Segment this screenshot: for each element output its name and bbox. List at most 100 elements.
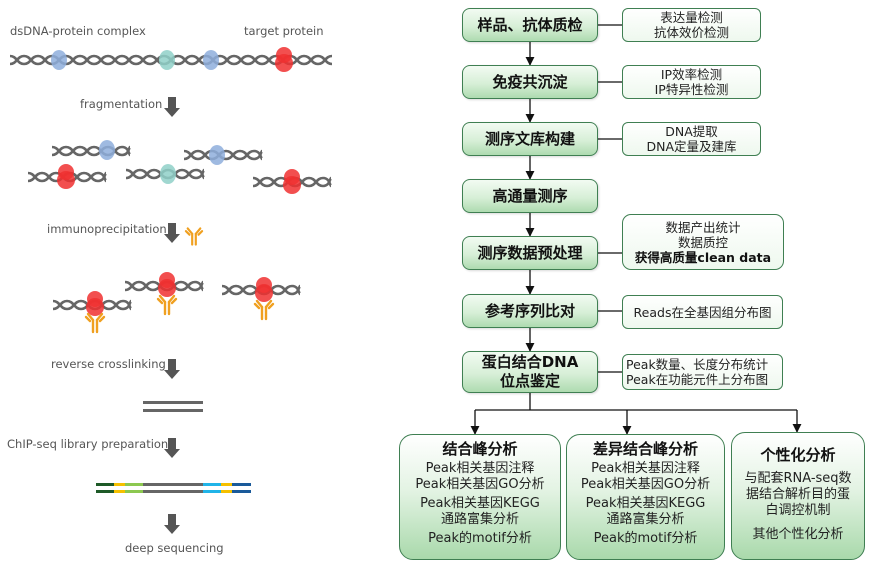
- analysis-group: Peak相关基因KEGG 通路富集分析: [586, 496, 706, 528]
- step-immunoprecipitation: 免疫共沉淀: [462, 65, 598, 99]
- step-reference-alignment: 参考序列比对: [462, 294, 598, 328]
- analysis-item: 通路富集分析: [606, 512, 685, 527]
- note-line: DNA提取: [665, 124, 718, 139]
- note-line: DNA定量及建库: [646, 139, 737, 154]
- note-line: 表达量检测: [660, 10, 723, 25]
- note-line: IP效率检测: [660, 67, 723, 82]
- antibody-stroke: [156, 297, 164, 305]
- arrow-library-preparation: [164, 438, 180, 458]
- analysis-item: Peak相关基因注释: [591, 461, 700, 476]
- antibody-stroke: [95, 312, 104, 322]
- protein-teal-frag: [160, 164, 176, 184]
- target-protein-frag: [57, 171, 75, 189]
- target-protein-ip: [158, 279, 176, 297]
- step-label: 高通量测序: [492, 186, 568, 205]
- target-protein-1: [275, 54, 293, 72]
- analysis-title: 个性化分析: [760, 446, 836, 464]
- protein-blue-2: [203, 50, 219, 70]
- antibody-stroke: [98, 315, 106, 323]
- arrow-immunoprecipitation: [164, 223, 180, 243]
- step-label: 免疫共沉淀: [492, 72, 568, 91]
- analysis-item: Peak相关基因KEGG: [585, 496, 706, 511]
- analysis-item: Peak相关基因GO分析: [580, 477, 711, 492]
- dna-strand-bottom: [143, 409, 203, 412]
- antibody-stroke: [84, 315, 92, 323]
- note-line: 抗体效价检测: [653, 25, 729, 40]
- dna-strand: [51, 145, 132, 157]
- antibody-stroke: [253, 302, 261, 310]
- protein-blue-frag: [209, 145, 225, 165]
- antibody-stroke: [255, 299, 264, 309]
- analysis-group: Peak相关基因KEGG 通路富集分析: [420, 496, 540, 528]
- step-label: 样品、抗体质检: [477, 15, 583, 34]
- antibody-stroke: [264, 299, 273, 309]
- target-protein-ip: [86, 298, 104, 316]
- dna-strand: [183, 149, 264, 161]
- arrow-reverse-crosslinking: [164, 359, 180, 379]
- analysis-group: Peak相关基因注释 Peak相关基因GO分析: [581, 461, 710, 493]
- step-library-construction: 测序文库构建: [462, 122, 598, 156]
- dna-fragment: [183, 149, 264, 161]
- dna-strand: [51, 145, 132, 157]
- analysis-item: Peak的motif分析: [593, 531, 698, 546]
- step-label: 测序文库构建: [484, 129, 575, 148]
- dna-strand-top: [143, 401, 203, 404]
- arrow-deep-sequencing: [164, 514, 180, 534]
- analysis-item: 其他个性化分析: [752, 527, 844, 542]
- antibody-stroke: [170, 297, 178, 305]
- note-line: 数据产出统计: [665, 219, 741, 235]
- antibody-icon: [253, 299, 275, 321]
- analysis-group: 与配套RNA-seq数 据结合解析目的蛋 白调控机制: [744, 471, 851, 519]
- library-segment: [125, 483, 143, 486]
- step-sample-qc: 样品、抗体质检: [462, 8, 598, 42]
- library-segment: [232, 483, 251, 486]
- library-segment: [203, 483, 221, 486]
- label-deep-sequencing: deep sequencing: [125, 541, 224, 555]
- note-sample-qc: 表达量检测 抗体效价检测: [622, 8, 761, 42]
- protein-blue-frag: [99, 140, 115, 160]
- antibody-stroke: [197, 230, 204, 236]
- antibody-stroke: [194, 227, 202, 235]
- step-data-preprocessing: 测序数据预处理: [462, 236, 598, 270]
- label-fragmentation: fragmentation: [80, 97, 163, 111]
- label-target-protein: target protein: [244, 24, 324, 38]
- note-line-bold: 获得高质量clean data: [635, 250, 771, 265]
- antibody-icon: [84, 312, 106, 334]
- antibody-stroke: [186, 227, 194, 235]
- library-segment: [96, 490, 114, 493]
- analysis-item: 通路富集分析: [440, 512, 519, 527]
- analysis-item: Peak相关基因GO分析: [415, 477, 545, 492]
- antibody-icon: [156, 294, 178, 316]
- label-dsdna-protein-complex: dsDNA-protein complex: [10, 24, 146, 38]
- analysis-title: 差异结合峰分析: [592, 440, 698, 458]
- library-segment: [232, 490, 251, 493]
- analysis-title: 结合峰分析: [442, 440, 518, 458]
- label-reverse-crosslinking: reverse crosslinking: [51, 357, 166, 371]
- label-immunoprecipitation: immunoprecipitation: [47, 222, 167, 236]
- step-label-line-2: 位点鉴定: [499, 372, 560, 390]
- note-library-construction: DNA提取 DNA定量及建库: [622, 122, 761, 156]
- note-reference-alignment: Reads在全基因组分布图: [622, 295, 783, 329]
- target-protein-frag: [283, 176, 301, 194]
- note-line: Reads在全基因组分布图: [633, 304, 772, 320]
- note-line: Peak在功能元件上分布图: [626, 372, 769, 387]
- step-label: 测序数据预处理: [477, 243, 583, 262]
- antibody-stroke: [167, 294, 176, 304]
- step-label: 参考序列比对: [484, 301, 575, 320]
- label-library-preparation: ChIP-seq library preparation: [7, 437, 169, 451]
- library-segment: [143, 490, 203, 493]
- dna-fragment: [51, 145, 132, 157]
- antibody-stroke: [267, 302, 275, 310]
- note-bold-suffix: clean data: [697, 249, 772, 265]
- step-high-throughput-sequencing: 高通量测序: [462, 179, 598, 213]
- analysis-differential-peak: 差异结合峰分析 Peak相关基因注释 Peak相关基因GO分析 Peak相关基因…: [566, 434, 725, 560]
- note-line: 数据质控: [677, 234, 728, 250]
- analysis-group: 其他个性化分析: [752, 527, 843, 543]
- step-binding-site-identification: 蛋白结合DNA 位点鉴定: [462, 351, 598, 393]
- step-label-line-1: 蛋白结合DNA: [481, 353, 579, 371]
- note-line: IP特异性检测: [654, 82, 729, 97]
- analysis-group: Peak的motif分析: [428, 531, 532, 547]
- analysis-group: Peak相关基因注释 Peak相关基因GO分析: [415, 461, 544, 493]
- analysis-item: Peak的motif分析: [428, 531, 532, 546]
